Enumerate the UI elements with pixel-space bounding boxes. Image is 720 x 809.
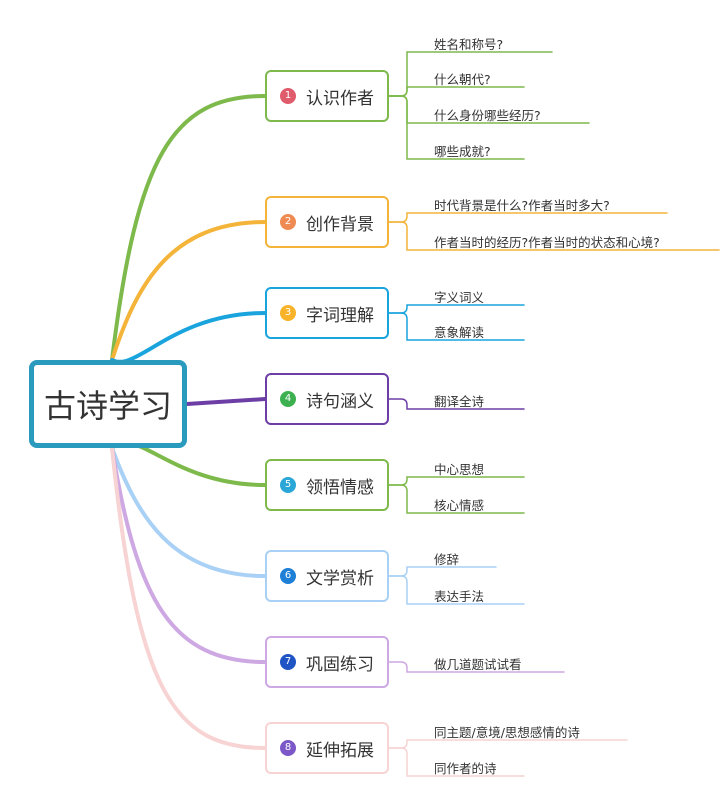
topic-node-2[interactable]: 2 创作背景	[265, 196, 389, 248]
topic-label: 巩固练习	[306, 654, 374, 675]
topic-label: 领悟情感	[306, 477, 374, 498]
topic-node-6[interactable]: 6 文学赏析	[265, 550, 389, 602]
topic-number-badge: 2	[280, 214, 296, 230]
main-branch-6	[110, 446, 267, 578]
sub-branch-5-1	[388, 476, 525, 486]
sub-branch-4-1	[388, 398, 525, 410]
root-label: 古诗学习	[43, 387, 172, 425]
subtopic-label[interactable]: 什么朝代?	[434, 72, 491, 87]
main-branch-5	[110, 440, 267, 487]
sub-branch-6-2	[388, 575, 525, 605]
main-branch-4	[185, 397, 267, 406]
subtopic-label[interactable]: 作者当时的经历?作者当时的状态和心境?	[434, 235, 660, 250]
subtopic-label[interactable]: 字义词义	[434, 290, 485, 305]
subtopic-label[interactable]: 什么身份哪些经历?	[434, 108, 541, 123]
sub-branch-1-4	[388, 95, 525, 160]
topic-label: 延伸拓展	[306, 740, 374, 761]
sub-branch-3-1	[388, 304, 525, 314]
subtopic-label[interactable]: 同主题/意境/思想感情的诗	[434, 725, 580, 740]
topic-number-badge: 1	[280, 88, 296, 104]
subtopic-label[interactable]: 同作者的诗	[434, 761, 497, 776]
topic-label: 诗句涵义	[306, 391, 374, 412]
subtopic-label[interactable]: 时代背景是什么?作者当时多大?	[434, 198, 610, 213]
topic-label: 字词理解	[306, 305, 374, 326]
subtopic-label[interactable]: 姓名和称号?	[434, 37, 504, 52]
main-branch-2	[110, 220, 267, 362]
topic-node-7[interactable]: 7 巩固练习	[265, 636, 389, 688]
subtopic-label[interactable]: 翻译全诗	[434, 394, 485, 409]
topic-number-badge: 5	[280, 477, 296, 493]
sub-branch-3-2	[388, 312, 525, 341]
topic-number-badge: 7	[280, 654, 296, 670]
sub-branch-2-2	[388, 221, 720, 251]
subtopic-label[interactable]: 做几道题试试看	[434, 657, 522, 672]
topic-number-badge: 6	[280, 568, 296, 584]
topic-number-badge: 4	[280, 391, 296, 407]
subtopic-label[interactable]: 哪些成就?	[434, 144, 491, 159]
topic-label: 认识作者	[306, 88, 374, 109]
topic-node-5[interactable]: 5 领悟情感	[265, 459, 389, 511]
sub-branch-5-2	[388, 484, 525, 514]
sub-branch-8-2	[388, 747, 525, 777]
sub-branch-2-1	[388, 212, 668, 223]
topic-node-4[interactable]: 4 诗句涵义	[265, 373, 389, 425]
subtopic-label[interactable]: 核心情感	[434, 498, 485, 513]
main-branch-1	[110, 94, 267, 362]
topic-number-badge: 8	[280, 740, 296, 756]
sub-branch-1-2	[388, 86, 525, 97]
topic-node-8[interactable]: 8 延伸拓展	[265, 722, 389, 774]
sub-branch-6-1	[388, 566, 497, 577]
main-branch-8	[110, 446, 267, 750]
subtopic-label[interactable]: 中心思想	[434, 462, 485, 477]
topic-number-badge: 3	[280, 305, 296, 321]
topic-label: 创作背景	[306, 214, 374, 235]
subtopic-label[interactable]: 修辞	[434, 552, 460, 567]
topic-node-1[interactable]: 1 认识作者	[265, 70, 389, 122]
main-branch-3	[110, 311, 267, 364]
subtopic-label[interactable]: 意象解读	[434, 325, 485, 340]
sub-branch-7-1	[388, 661, 565, 673]
main-branch-7	[110, 446, 267, 664]
subtopic-label[interactable]: 表达手法	[434, 589, 485, 604]
topic-node-3[interactable]: 3 字词理解	[265, 287, 389, 339]
topic-label: 文学赏析	[306, 568, 374, 589]
root-node[interactable]: 古诗学习	[29, 360, 187, 448]
sub-branch-8-1	[388, 739, 628, 749]
